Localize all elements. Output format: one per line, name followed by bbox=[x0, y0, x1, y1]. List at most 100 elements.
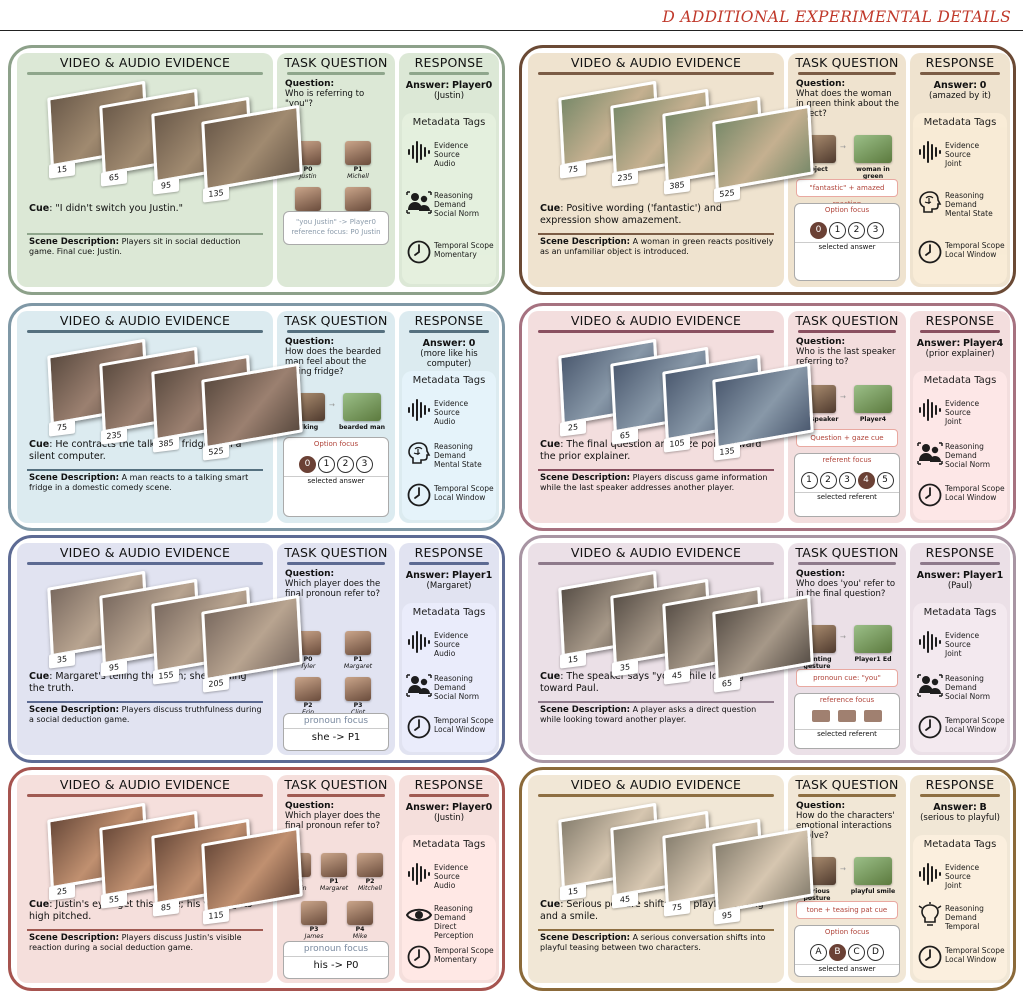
clock-icon bbox=[917, 944, 943, 970]
option-focus-title: Option focus bbox=[824, 206, 870, 214]
title-underline bbox=[27, 562, 263, 565]
tag-value: Joint bbox=[945, 881, 962, 890]
thumbnail-caption: last speaker bbox=[795, 416, 839, 423]
clock-icon bbox=[917, 239, 943, 265]
tag-value: Local Window bbox=[945, 725, 997, 735]
question-label: Question: bbox=[796, 337, 846, 347]
column-title: RESPONSE bbox=[414, 55, 484, 70]
scene-description: Scene Description: A man reacts to a tal… bbox=[29, 473, 267, 493]
cue-thumbnail-right bbox=[854, 625, 892, 653]
answer-sub: (Justin) bbox=[433, 91, 465, 101]
cue-label: Cue bbox=[540, 899, 561, 910]
answer-value: Player0 bbox=[451, 802, 493, 813]
cue-label: Cue bbox=[29, 203, 50, 214]
tag-label: Reasoning Demand bbox=[434, 441, 473, 460]
answer-label: Answer: bbox=[422, 338, 467, 349]
option-focus-title: referent focus bbox=[822, 456, 872, 464]
question-content: Who is referring to "you"? bbox=[285, 89, 365, 109]
tag-value: Mental State bbox=[434, 459, 482, 469]
tag-value: Momentary bbox=[434, 954, 477, 964]
focus-result: she -> P1 bbox=[311, 732, 361, 743]
tag-label: Temporal Scope bbox=[945, 241, 1005, 250]
cue-pill: "fantastic" + amazed reaction bbox=[796, 179, 898, 208]
frame-timestamp: 385 bbox=[664, 177, 690, 195]
tag-label: Evidence Source bbox=[434, 141, 469, 159]
column-title: TASK QUESTION bbox=[795, 55, 899, 70]
column-title: VIDEO & AUDIO EVIDENCE bbox=[59, 545, 231, 560]
player-name: Margaret bbox=[319, 885, 349, 892]
cue-content: : He contracts the talkative fridge with… bbox=[29, 439, 242, 462]
tag-label: Temporal Scope bbox=[945, 716, 1005, 726]
frame-timestamp: 115 bbox=[203, 907, 229, 925]
player-name: Tyler bbox=[300, 663, 316, 670]
scene-description: Scene Description: A player asks a direc… bbox=[540, 705, 778, 725]
player-name: Margaret bbox=[343, 663, 373, 670]
title-underline bbox=[287, 330, 385, 333]
tag-value: Audio bbox=[434, 881, 456, 890]
column-title: TASK QUESTION bbox=[284, 55, 388, 70]
eye-icon bbox=[405, 902, 433, 928]
tag-value: Local Window bbox=[945, 250, 997, 259]
column-title: VIDEO & AUDIO EVIDENCE bbox=[59, 55, 231, 70]
answer-label: Answer: bbox=[933, 80, 978, 91]
referent-thumb bbox=[864, 710, 882, 722]
audio-wave-icon bbox=[406, 861, 432, 887]
answer-sub: (Justin) bbox=[433, 813, 465, 823]
audio-wave-icon bbox=[917, 861, 943, 887]
answer-text: Answer: Player1(Paul) bbox=[912, 571, 1008, 592]
tag-value: Social Norm bbox=[434, 691, 480, 701]
title-underline bbox=[287, 72, 385, 75]
tag-value: Audio bbox=[434, 159, 456, 168]
cue-text: Cue: Positive wording ('fantastic') and … bbox=[540, 203, 776, 226]
option-circle: A bbox=[810, 944, 827, 961]
tag-label: Reasoning Demand bbox=[434, 904, 473, 923]
cue-pill: Question + gaze cue bbox=[796, 429, 898, 447]
arrow-icon: → bbox=[329, 401, 335, 409]
answer-sub: (serious to playful) bbox=[920, 813, 1000, 823]
frame-timestamp: 35 bbox=[49, 651, 75, 669]
tag-value: Joint bbox=[945, 649, 962, 658]
cue-label: Cue bbox=[29, 439, 50, 450]
social-icon bbox=[406, 672, 432, 698]
tag-value: Mental State bbox=[945, 209, 993, 218]
answer-text: Answer: Player0(Justin) bbox=[401, 802, 497, 824]
player-name: James bbox=[304, 933, 324, 940]
question-label: Question: bbox=[796, 801, 846, 811]
answer-label: Answer: bbox=[933, 802, 977, 813]
tag-label: Evidence Source bbox=[945, 863, 980, 881]
tag-label: Reasoning Demand bbox=[945, 904, 984, 923]
audio-wave-icon bbox=[406, 139, 432, 165]
title-underline bbox=[409, 562, 489, 565]
column-title: RESPONSE bbox=[414, 777, 484, 792]
question-content: Which player does the final pronoun refe… bbox=[285, 579, 381, 599]
title-underline bbox=[409, 330, 489, 333]
question-content: Who does 'you' refer to in the final que… bbox=[796, 579, 896, 599]
column-title: RESPONSE bbox=[414, 313, 484, 328]
option-circle: 2 bbox=[337, 456, 354, 473]
column-title: TASK QUESTION bbox=[795, 777, 899, 792]
column-title: RESPONSE bbox=[414, 545, 484, 560]
frame-timestamp: 15 bbox=[49, 161, 75, 179]
player-thumbnail bbox=[345, 187, 371, 211]
